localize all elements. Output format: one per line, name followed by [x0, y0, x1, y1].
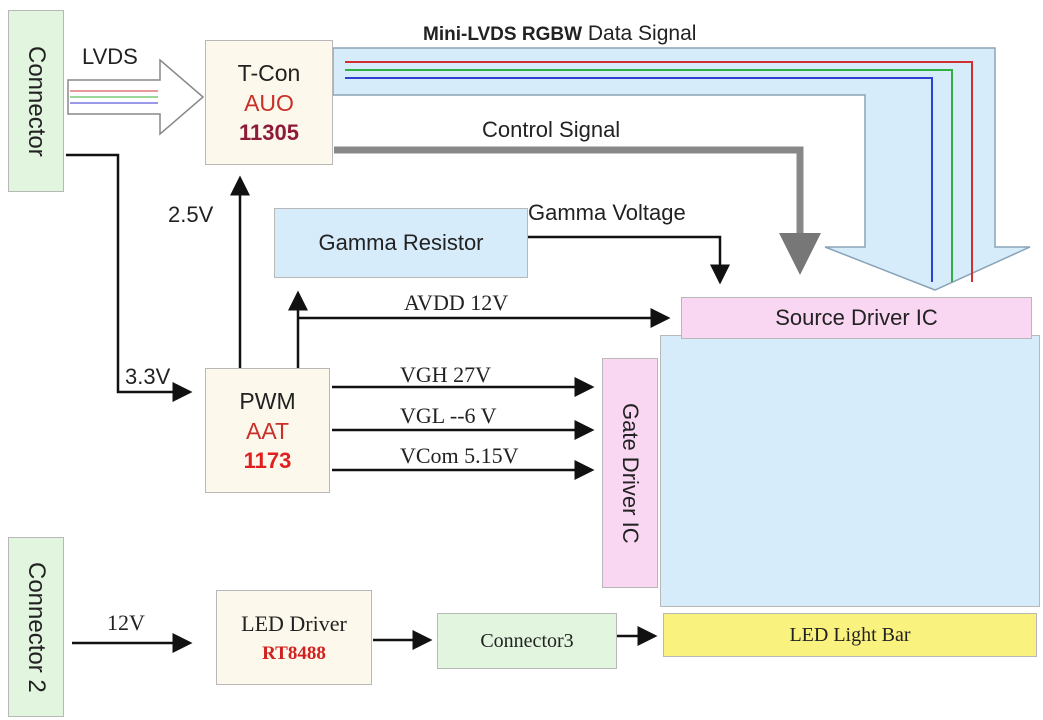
pwm-model: 1173	[243, 447, 292, 473]
pwm-block: PWM AAT 1173	[205, 368, 330, 493]
source-driver-label: Source Driver IC	[775, 305, 938, 330]
2v5-label: 2.5V	[168, 202, 214, 227]
mini-lvds-rest-label: Data Signal	[587, 22, 697, 45]
lvds-label: LVDS	[82, 44, 138, 69]
pwm-title: PWM	[239, 387, 296, 414]
connector2-label: Connector 2	[23, 561, 50, 693]
tcon-title: T-Con	[237, 59, 301, 86]
tcon-maker: AUO	[244, 89, 294, 116]
gate-driver-label: Gate Driver IC	[618, 402, 643, 544]
led-driver-block: LED Driver RT8488	[216, 590, 372, 685]
vgh-label: VGH 27V	[400, 362, 492, 387]
pwm-maker: AAT	[245, 417, 290, 444]
led-driver-title: LED Driver	[241, 610, 347, 636]
gate-driver-ic: Gate Driver IC	[602, 358, 658, 588]
display-panel	[660, 335, 1040, 607]
tcon-model: 11305	[239, 119, 299, 145]
gamma-resistor-label: Gamma Resistor	[318, 230, 484, 255]
mini-lvds-label: Mini-LVDS RGBW Data Signal	[423, 22, 696, 46]
connector3-label: Connector3	[480, 629, 574, 652]
vcom-label: VCom 5.15V	[400, 443, 519, 468]
led-driver-model: RT8488	[262, 642, 326, 664]
connector-block: Connector	[8, 10, 64, 192]
mini-lvds-bold-label: Mini-LVDS RGBW	[423, 24, 583, 45]
gamma-resistor-block: Gamma Resistor	[274, 208, 528, 278]
led-light-bar: LED Light Bar	[663, 613, 1037, 657]
led-light-bar-label: LED Light Bar	[789, 623, 911, 646]
gamma-voltage-wire	[528, 235, 730, 285]
vgl-label: VGL --6 V	[400, 403, 497, 428]
avdd-label: AVDD 12V	[404, 290, 509, 315]
mini-lvds-bus-arrow	[332, 47, 1031, 291]
connector-label: Connector	[23, 45, 50, 157]
gamma-voltage-label: Gamma Voltage	[528, 200, 686, 225]
tcon-block: T-Con AUO 11305	[205, 40, 333, 165]
mini-lvds-green-line	[345, 69, 953, 282]
control-signal-arrow	[334, 146, 821, 275]
connector3-block: Connector3	[437, 613, 617, 669]
source-driver-ic: Source Driver IC	[681, 297, 1032, 339]
control-signal-label: Control Signal	[482, 117, 621, 142]
mini-lvds-red-line	[345, 61, 973, 282]
connector2-block: Connector 2	[8, 537, 64, 717]
12v-label: 12V	[107, 610, 145, 635]
3v3-wire	[66, 153, 193, 402]
3v3-label: 3.3V	[125, 364, 171, 389]
mini-lvds-blue-line	[345, 77, 933, 282]
